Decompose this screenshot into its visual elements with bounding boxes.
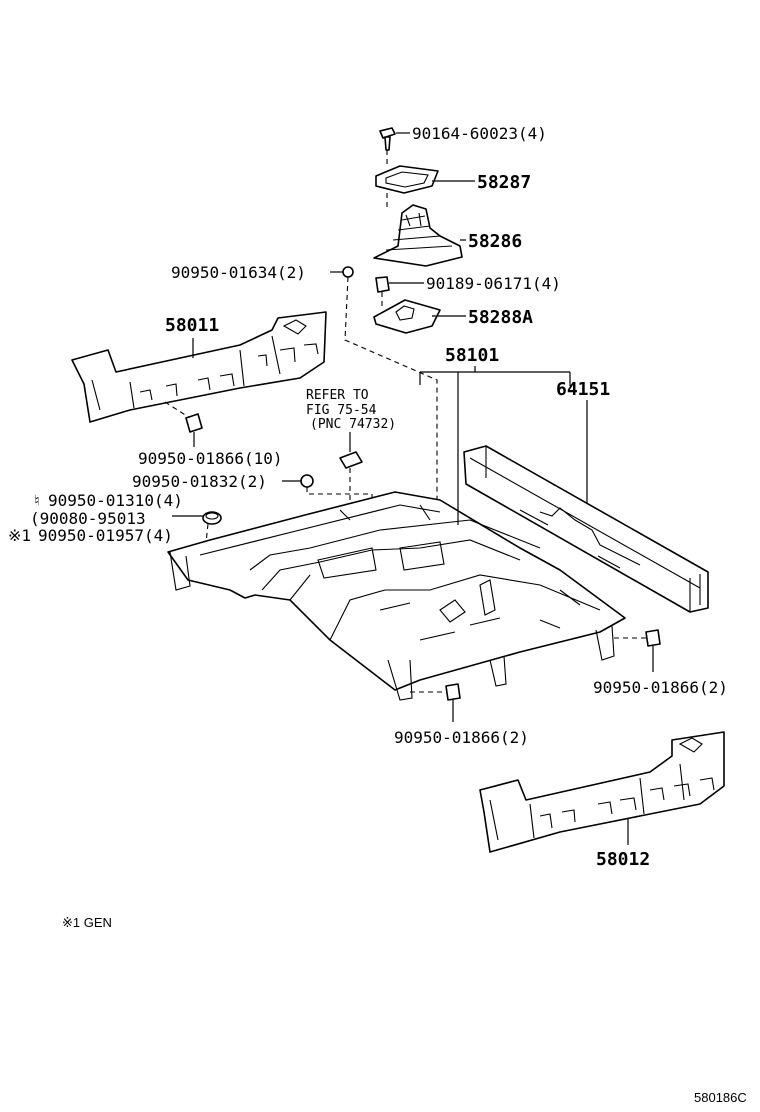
dashline-plug-1310	[204, 523, 209, 553]
label-plug-bottom: 90950-01866(2)	[394, 728, 529, 747]
footnote: ※1 GEN	[62, 915, 112, 930]
bolt-90164-part[interactable]	[379, 127, 396, 151]
label-58011: 58011	[165, 315, 219, 336]
plug-90950-01634-part[interactable]	[342, 266, 354, 278]
label-plug-10: 90950-01866(10)	[138, 449, 283, 468]
bolt-90189-part[interactable]	[375, 276, 390, 293]
label-58286: 58286	[468, 231, 522, 252]
note-refer-line3: (PNC 74732)	[310, 417, 396, 432]
note-refer-line1: REFER TO	[306, 388, 369, 403]
side-member-58012-part[interactable]	[479, 731, 725, 853]
label-bolt-top: 90164-60023(4)	[412, 124, 547, 143]
note-refer-line2: FIG 75-54	[306, 403, 377, 418]
boot-58286-part[interactable]	[373, 204, 463, 267]
floor-pan-58101-part[interactable]	[167, 491, 626, 701]
label-64151: 64151	[556, 379, 610, 400]
retainer-58288a-part[interactable]	[373, 299, 441, 334]
dashline-58011-plug	[164, 401, 191, 419]
plug-90950-01866-right-part[interactable]	[645, 629, 661, 647]
label-bolt-mid: 90189-06171(4)	[426, 274, 561, 293]
plug-90950-01310-part[interactable]	[202, 511, 222, 525]
label-plug-right: 90950-01866(2)	[593, 678, 728, 697]
diagram-code: 580186C	[694, 1090, 747, 1105]
label-58012: 58012	[596, 849, 650, 870]
label-58288a: 58288A	[468, 307, 533, 328]
label-plug-95013: (90080-95013	[30, 509, 146, 528]
label-58101: 58101	[445, 345, 499, 366]
label-58287: 58287	[477, 172, 531, 193]
plug-90950-01866-10-part[interactable]	[185, 413, 203, 433]
dashline-plug-to-floor	[344, 276, 438, 520]
mark-1957: ※1	[8, 526, 31, 545]
mark-1310: ♮	[32, 491, 42, 510]
plug-90950-01832-part[interactable]	[300, 474, 314, 488]
plug-90950-01866-bottom-part[interactable]	[445, 683, 461, 701]
label-plug-1957: 90950-01957(4)	[38, 526, 173, 545]
label-plug-1832: 90950-01832(2)	[132, 472, 267, 491]
cross-member-64151-part[interactable]	[463, 445, 709, 613]
bracket-ref-74732-part[interactable]	[339, 451, 363, 469]
leader-58101	[419, 366, 571, 525]
plate-58287-part[interactable]	[375, 165, 439, 194]
label-plug-1310: 90950-01310(4)	[48, 491, 183, 510]
label-plug-left-top: 90950-01634(2)	[171, 263, 306, 282]
side-member-58011-part[interactable]	[71, 311, 327, 423]
